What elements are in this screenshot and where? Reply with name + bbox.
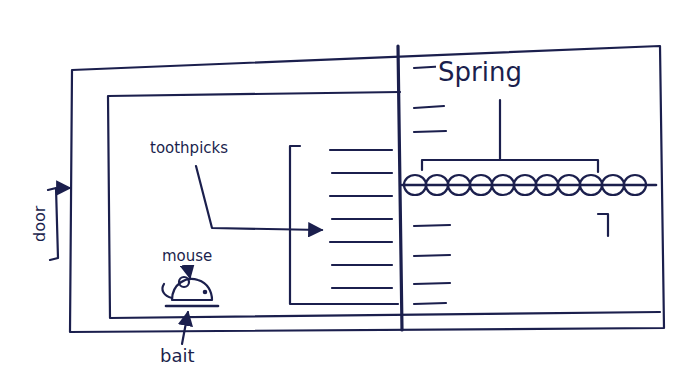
- bait-leader: [182, 312, 188, 344]
- door-arrow: [58, 187, 70, 189]
- part-label: bait: [158, 346, 197, 366]
- bait-line: [166, 305, 218, 308]
- outer-box: [70, 46, 664, 332]
- mouse-leader: [188, 268, 190, 278]
- spring-bracket: [422, 100, 598, 172]
- spring-end-bracket: [598, 214, 608, 236]
- toothpicks-leader: [196, 166, 322, 230]
- toothpick-group-bracket: [290, 146, 398, 304]
- part-label: toothpicks: [148, 140, 230, 157]
- divider-wall: [398, 46, 402, 330]
- mouse-figure: [162, 277, 212, 300]
- part-label: mouse: [160, 248, 214, 265]
- spring-coil: [402, 175, 656, 195]
- part-label: Spring: [436, 58, 524, 87]
- door-label: door: [31, 206, 49, 242]
- toothpicks-left: [330, 150, 392, 288]
- door-bracket: [48, 188, 58, 260]
- inner-box: [108, 92, 660, 318]
